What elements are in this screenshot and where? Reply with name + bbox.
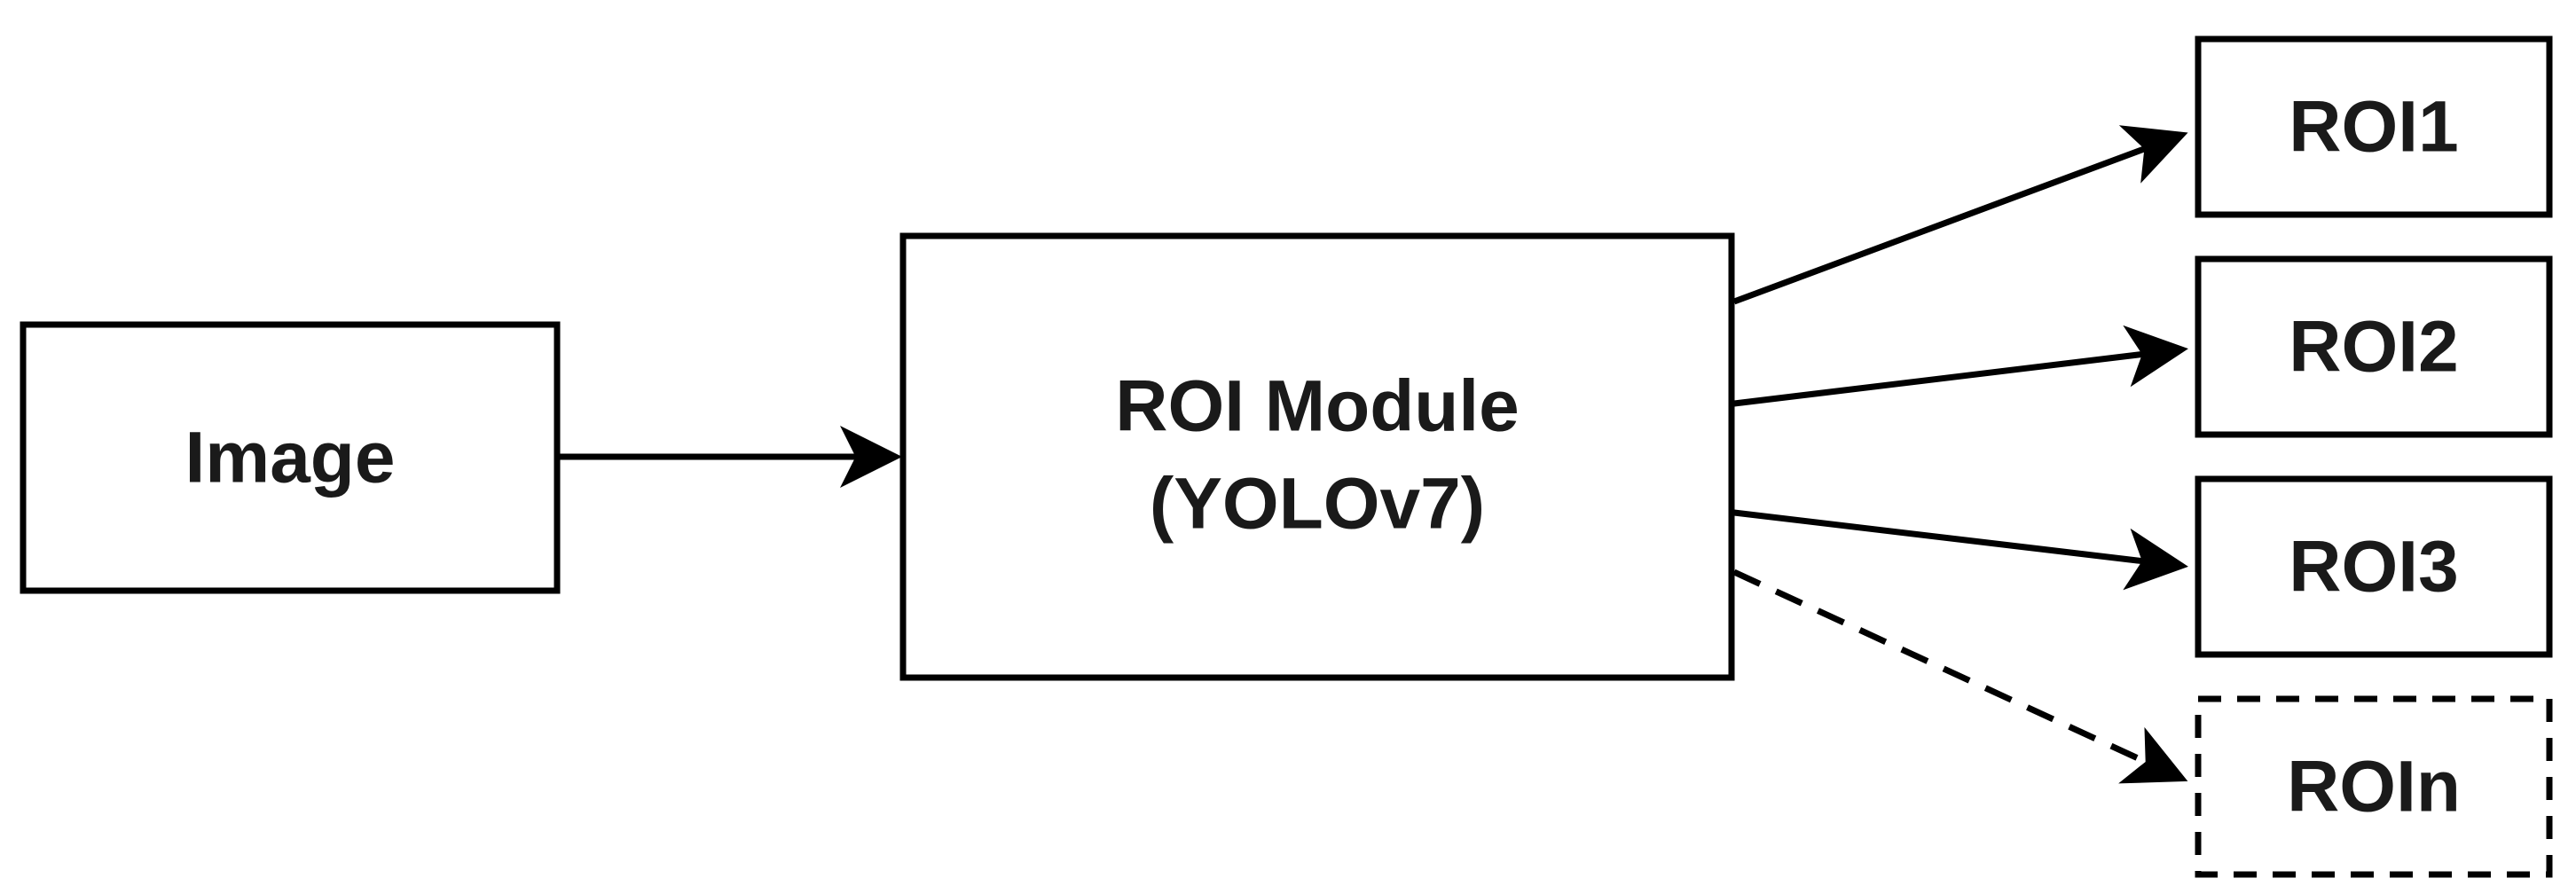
edge-roi-module-to-roi3: [1733, 509, 2188, 591]
roi1-node: ROI1: [2195, 35, 2553, 218]
roi3-node: ROI3: [2195, 475, 2553, 658]
roin-node: ROIn: [2195, 695, 2553, 878]
roi3-label: ROI3: [2289, 527, 2458, 608]
image-node: Image: [20, 321, 561, 594]
edge-roi-module-to-roi2: [1733, 325, 2188, 407]
edge-roi-module-to-roin: [1732, 569, 2188, 784]
roi2-node: ROI2: [2195, 255, 2553, 438]
roi1-label: ROI1: [2289, 87, 2458, 168]
roi-module-label-line2: (YOLOv7): [1150, 464, 1485, 545]
roi-module-node: ROI Module (YOLOv7): [899, 232, 1735, 681]
roi-module-label-line1: ROI Module: [1115, 366, 1520, 447]
roin-label: ROIn: [2287, 747, 2461, 827]
image-node-label: Image: [185, 418, 396, 498]
edge-roi-module-to-roi1: [1732, 125, 2188, 305]
roi2-label: ROI2: [2289, 307, 2458, 388]
